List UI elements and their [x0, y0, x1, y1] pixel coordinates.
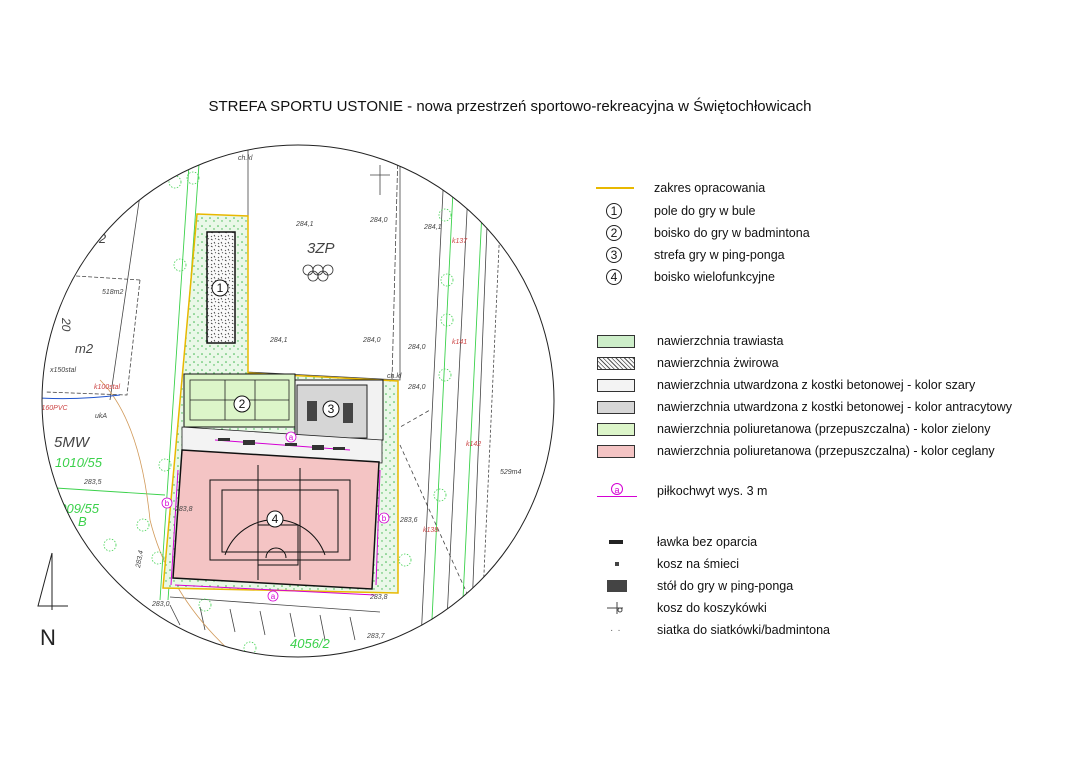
- green-polyurethane-swatch-icon: [597, 422, 635, 436]
- map-area: 1 2 3 4 a b b a 3ZP 5MW m2 m2 20 518m2: [38, 145, 554, 657]
- ballcatcher-a-label: a: [271, 592, 276, 601]
- label-area: 529m4: [500, 469, 522, 476]
- ballcatcher-line-icon: [597, 496, 637, 497]
- elevation: 283,6: [399, 517, 418, 524]
- zone-number-icon: 1: [606, 203, 622, 219]
- gravel-swatch-icon: [597, 356, 635, 370]
- label-20: 20: [59, 317, 73, 332]
- net-icon: ··: [610, 625, 625, 636]
- label-m2: m2: [75, 341, 94, 356]
- boundary-line-icon: [596, 187, 634, 189]
- trees: [103, 171, 454, 655]
- elevation: 284,1: [295, 221, 314, 228]
- zone-number-markers: [211, 279, 340, 528]
- zone-number-icon: 3: [606, 247, 622, 263]
- brick-polyurethane-swatch-icon: [597, 444, 635, 458]
- basketball-hoop-icon: [607, 602, 623, 614]
- elevation: 284,0: [369, 217, 388, 224]
- label-5mw: 5MW: [54, 434, 91, 451]
- ping-pong-table-icon: [307, 401, 317, 421]
- chamber-label: ch.kl: [387, 373, 402, 380]
- parcel-label: B: [78, 514, 87, 529]
- olympic-rings-icon: [302, 264, 334, 282]
- elevation: 284,1: [423, 224, 442, 231]
- pipe-label: ukA: [95, 413, 107, 420]
- zone-number-icon: 2: [606, 225, 622, 241]
- parcel-number: 1009/55: [52, 501, 100, 516]
- pipe-label: x150stal: [49, 367, 77, 374]
- north-label: N: [40, 625, 56, 650]
- zone-1-label: 1: [217, 281, 224, 295]
- grass-swatch-icon: [597, 334, 635, 348]
- bench-icon: [609, 540, 623, 544]
- ping-pong-table-icon: [607, 580, 627, 592]
- elevation: 283,0: [151, 601, 170, 608]
- pipe-label: k160PVC: [38, 405, 69, 412]
- parcel-number: 4056/2: [290, 636, 331, 651]
- label-3zp: 3ZP: [307, 240, 335, 257]
- parcel-number: 1010/55: [55, 455, 103, 470]
- ballcatcher-b-label: b: [165, 499, 170, 508]
- elevation: 283,5: [83, 479, 102, 486]
- manhole-label: k138: [423, 527, 438, 534]
- elevation: 283,4: [135, 550, 145, 570]
- elevation: 284,0: [407, 384, 426, 391]
- label-area: 518m2: [102, 289, 124, 296]
- gray-paving-swatch-icon: [597, 378, 635, 392]
- north-arrow-icon: [37, 552, 68, 610]
- trash-bin-icon: [615, 562, 619, 566]
- elevation: 284,0: [362, 337, 381, 344]
- elevation: 283,7: [366, 633, 386, 640]
- page-title: STREFA SPORTU USTONIE - nowa przestrzeń …: [208, 98, 812, 115]
- zone-2-label: 2: [239, 397, 246, 411]
- anthracite-paving-swatch-icon: [597, 400, 635, 414]
- ballcatcher-marker-icon: a: [611, 483, 623, 495]
- elevation: 284,0: [407, 344, 426, 351]
- manhole-label: k141: [452, 339, 467, 346]
- manhole-label: k142: [466, 441, 481, 448]
- pipe-label: k100stal: [94, 384, 121, 391]
- elevation: 284,1: [269, 337, 288, 344]
- elevation: 283,8: [174, 506, 193, 513]
- chamber-label: ch.kl: [238, 155, 253, 162]
- ping-pong-table-icon: [343, 403, 353, 423]
- ballcatcher-a-label: a: [289, 433, 294, 442]
- zone-number-icon: 4: [606, 269, 622, 285]
- manhole-label: k137: [452, 238, 468, 245]
- ballcatcher-b-label: b: [382, 514, 387, 523]
- zone-4-label: 4: [272, 512, 279, 526]
- zone-3-label: 3: [328, 402, 335, 416]
- elevation: 283,8: [369, 594, 388, 601]
